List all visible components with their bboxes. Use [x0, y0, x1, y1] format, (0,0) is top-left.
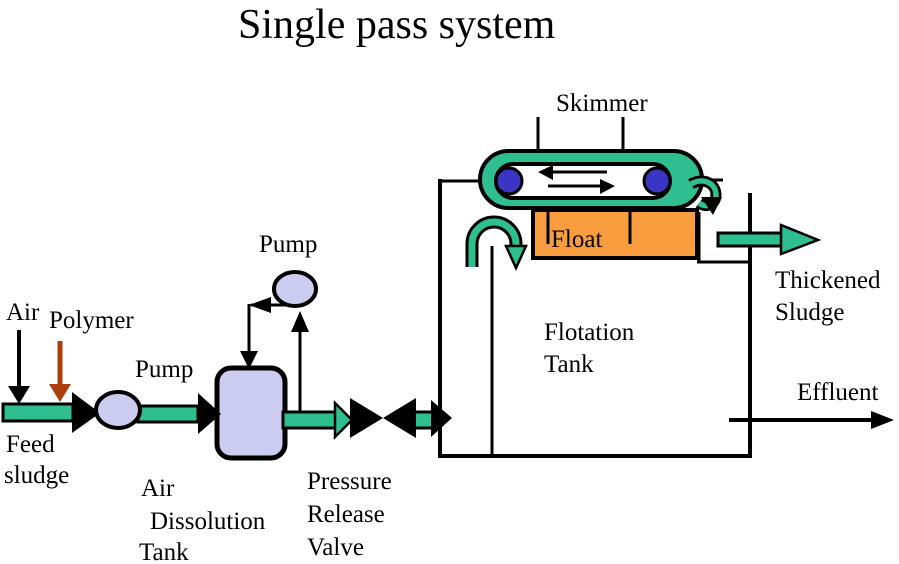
belt-pulley-left	[494, 166, 524, 196]
thickened-sludge-label-line1: Thickened	[775, 267, 881, 294]
thickened-arrow-shaft	[716, 231, 784, 248]
recirculation-pump-label: Pump	[259, 231, 317, 258]
diagram-title: Single pass system	[238, 2, 556, 48]
feed-arrow-shaft-1	[1, 402, 75, 423]
polymer-arrowhead-icon	[49, 384, 71, 402]
pressurized-flow-arrowhead-icon	[333, 399, 354, 441]
air-dissolution-tank-label-line2: Dissolution	[150, 508, 266, 535]
pressure-release-valve-label-line2: Release	[307, 501, 385, 528]
recirc-arrow-down-icon	[240, 351, 258, 369]
feed-arrow-shaft-2	[136, 404, 200, 424]
belt-arrow-left-icon	[538, 165, 553, 180]
skimmer-discharge-arrow	[688, 175, 722, 215]
feed-pump	[94, 390, 142, 430]
effluent-arrowhead-icon	[871, 411, 894, 429]
air-dissolution-tank-label-line3: Tank	[139, 539, 189, 564]
arch-arrow-fill	[468, 218, 520, 267]
feed-sludge-label-line1: Feed	[6, 431, 55, 458]
air-dissolution-tank-label-line1: Air	[141, 475, 175, 502]
tank-inlet-arrowhead-icon	[431, 400, 452, 437]
baffle-overflow-arrow	[465, 215, 528, 272]
thickened-sludge-arrow	[716, 223, 822, 256]
thickened-sludge-label-line2: Sludge	[775, 299, 844, 326]
effluent-label: Effluent	[797, 379, 879, 406]
thickened-arrowhead-icon	[779, 223, 822, 256]
flotation-tank-label-line2: Tank	[544, 351, 594, 378]
float-label: Float	[551, 226, 602, 253]
recirculation-loop	[240, 297, 309, 412]
hook-arrowhead-icon	[701, 197, 722, 215]
effluent-arrow	[729, 411, 894, 429]
float-box	[531, 208, 699, 260]
polymer-dosing-arrow	[49, 341, 71, 402]
polymer-label: Polymer	[49, 307, 134, 334]
belt-arrow-right-icon	[600, 179, 615, 194]
valve-left-triangle	[350, 398, 383, 438]
recirc-arrow-left-icon	[249, 297, 271, 313]
belt-pulley-right	[642, 166, 672, 196]
feed-arrowhead-2-icon	[198, 393, 221, 434]
feed-pump-label: Pump	[135, 356, 193, 383]
float-layer	[531, 208, 699, 260]
recirculation-pump	[272, 270, 318, 308]
pressure-release-valve-label-line1: Pressure	[307, 468, 392, 495]
air-dissolution-tank	[214, 365, 288, 461]
flotation-tank-label-line1: Flotation	[544, 319, 635, 346]
feed-arrowhead-1-icon	[72, 392, 100, 433]
valve-right-triangle	[383, 398, 416, 438]
pressure-release-valve	[350, 398, 416, 438]
pressurized-flow-shaft	[281, 410, 338, 430]
pressure-release-valve-label-line3: Valve	[307, 534, 364, 561]
recirc-arrow-up-icon	[291, 311, 309, 332]
hook-arrow-fill	[689, 178, 719, 209]
arch-arrowhead-icon	[504, 244, 528, 272]
skimmer-belt	[478, 149, 704, 210]
feed-sludge-label-line2: sludge	[4, 462, 69, 489]
skimmer-label: Skimmer	[556, 90, 648, 117]
air-label: Air	[6, 299, 40, 326]
air-dosing-arrow	[8, 330, 30, 404]
air-arrowhead-icon	[8, 386, 30, 404]
